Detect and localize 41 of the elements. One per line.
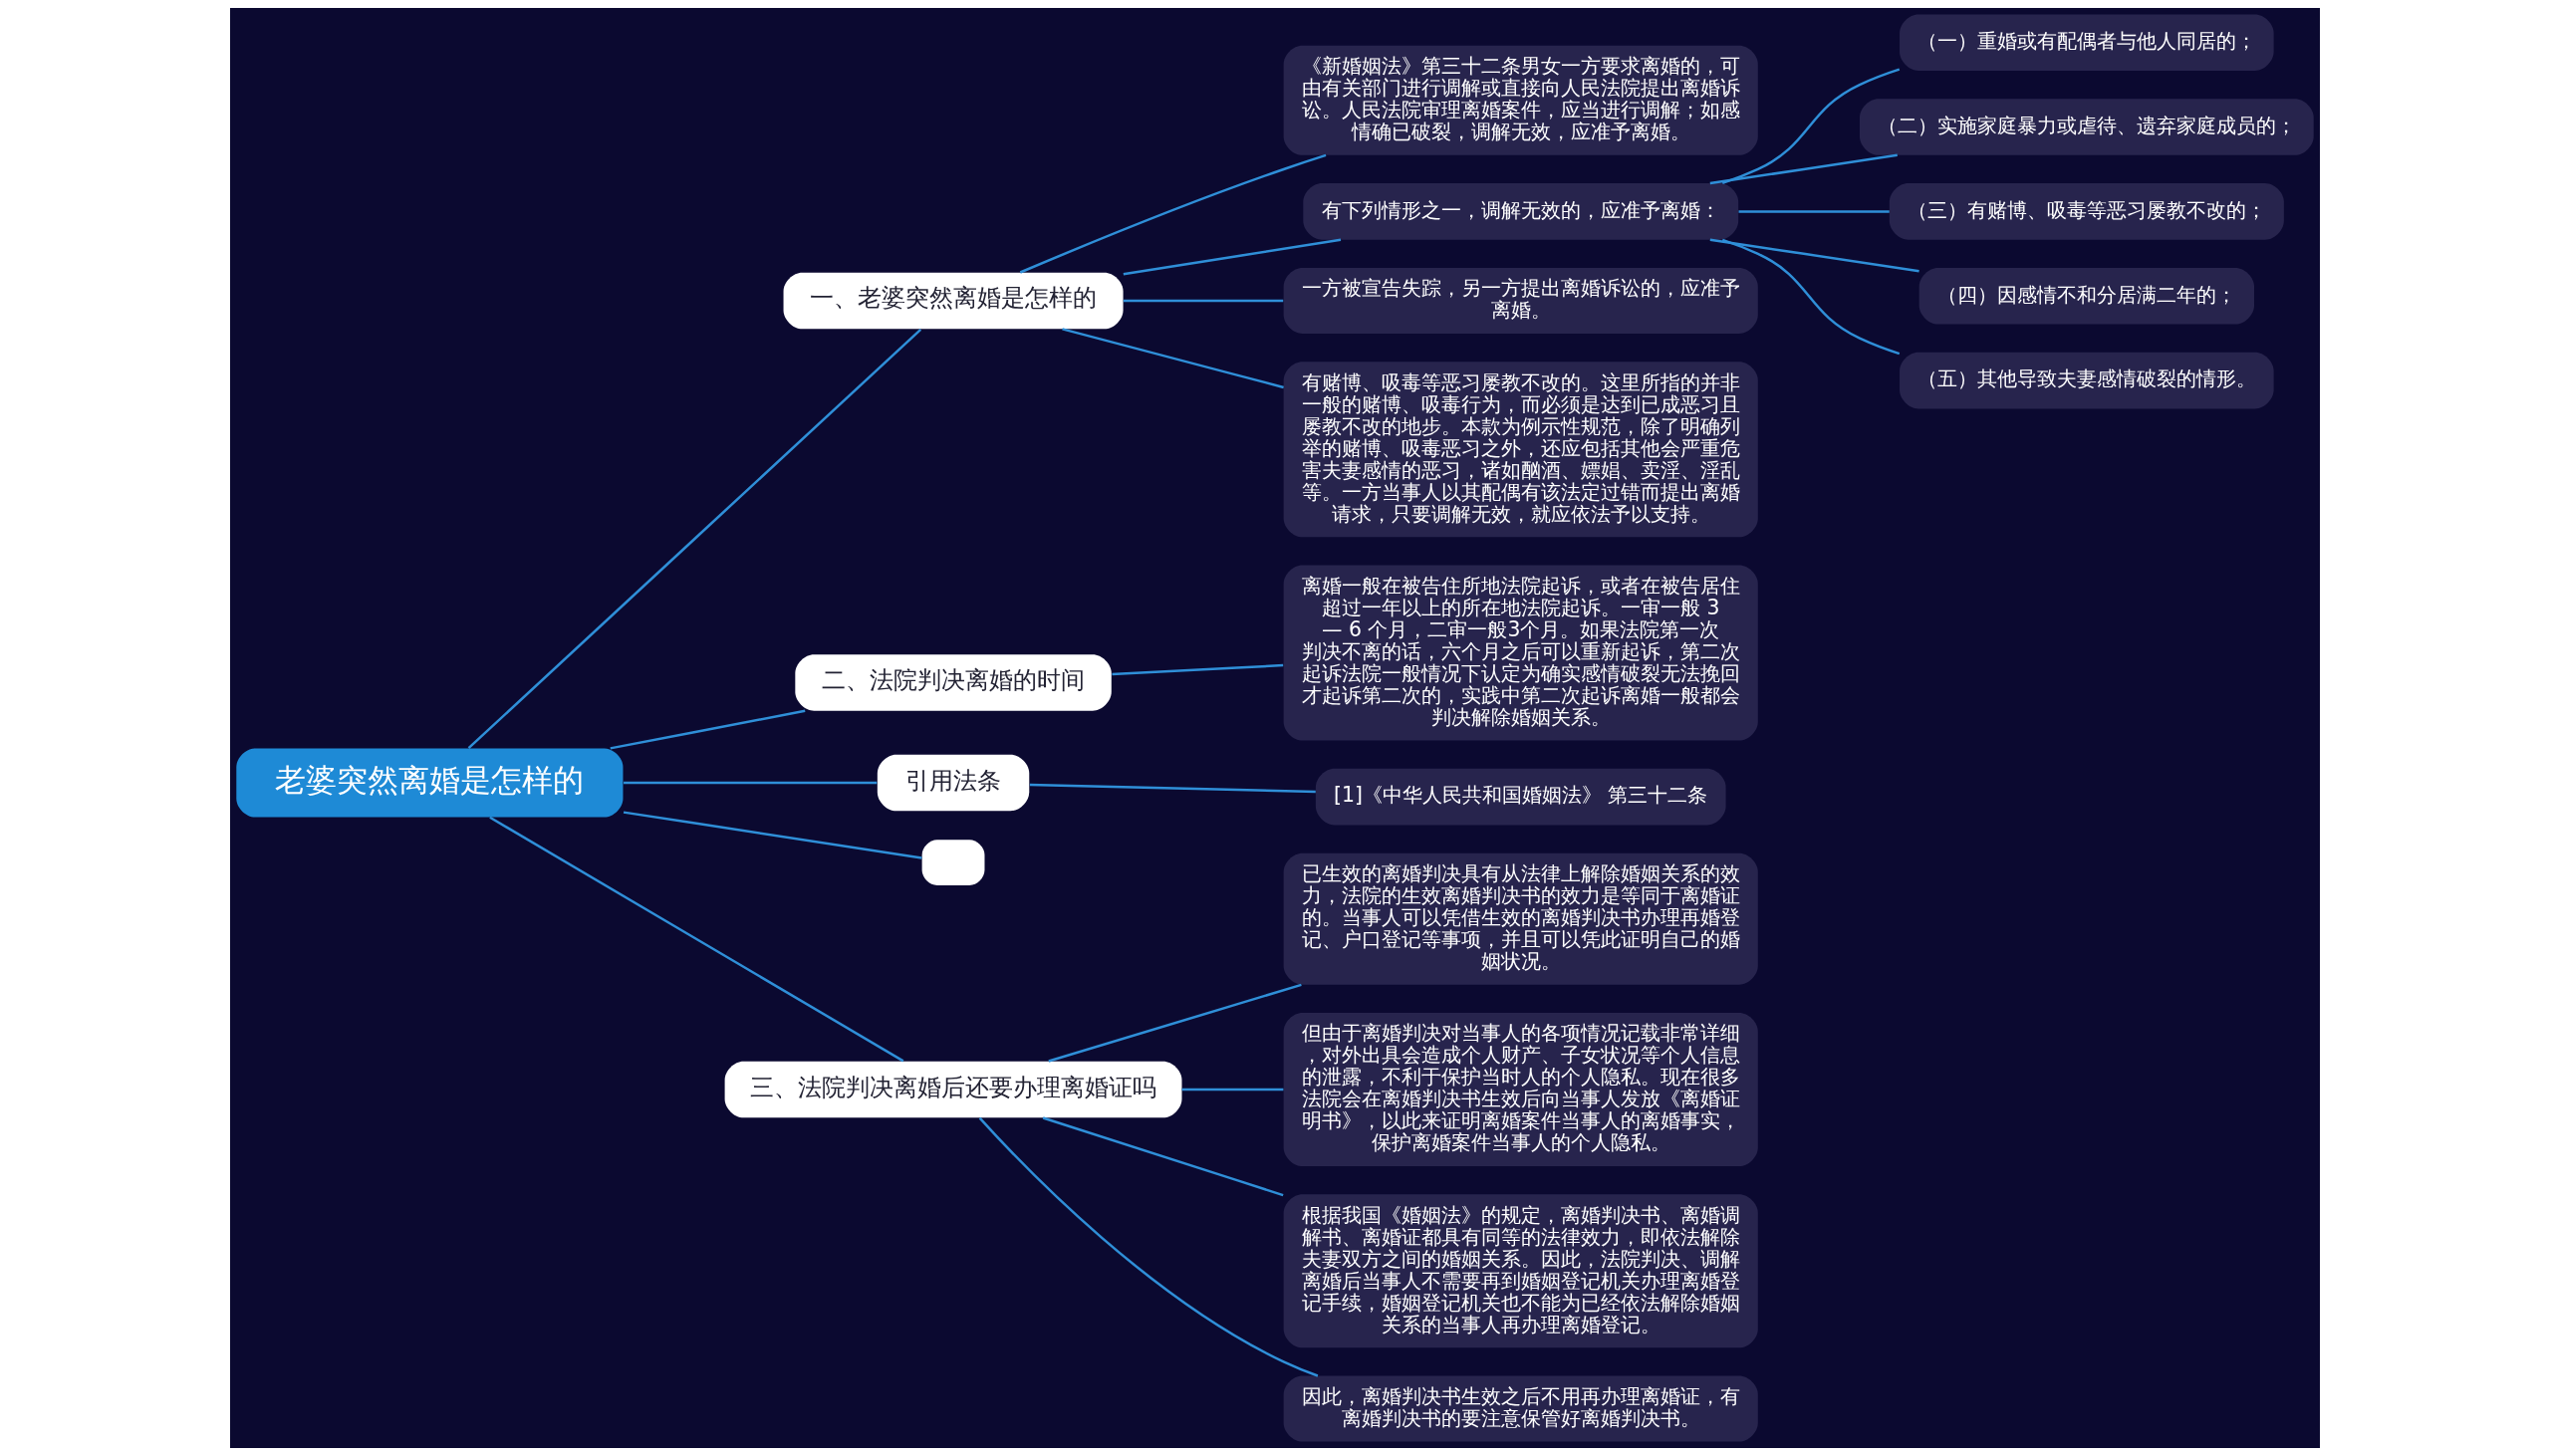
node-box: （四）因感情不和分居满二年的； [1918,267,2254,325]
connector [1019,153,1327,274]
node-box: （一）重婚或有配偶者与他人同居的； [1900,14,2274,71]
node-box: 三、法院判决离婚后还要办理离婚证吗 [724,1061,1182,1118]
node-box: 《新婚姻法》第三十二条男女一方要求离婚的，可由有关部门进行调解或直接向人民法院提出离婚诉讼。人民法院审理离婚案件，应当进行调解；如感情确已破裂，调解无效，应准予离婚。 [1283,45,1758,155]
connector [1721,238,1901,356]
connector [1721,68,1901,185]
node-box: （五）其他导致夫妻感情破裂的情形。 [1900,352,2274,409]
connector [978,1116,1319,1377]
connector [1123,238,1342,276]
node-box [921,840,985,885]
connector [1181,1088,1284,1092]
node-box: （三）有赌博、吸毒等恶习屡教不改的； [1889,183,2284,240]
node-box: （二）实施家庭暴力或虐待、遗弃家庭成员的； [1859,99,2314,155]
node-box: 老婆突然离婚是怎样的 [236,748,624,818]
node-box: 有赌博、吸毒等恶习屡教不改的。这里所指的并非一般的赌博、吸毒行为，而必须是达到已成恶习且屡教不改的地步。本款为例示性规范，除了明确列举的赌博、吸毒恶习之外，还应包括其他会严重危害夫妻感情的恶习，诸如酗酒、嫖娼、卖淫、淫乱等。一方当事人以其配偶有该法定过错而提出离婚请求，只要调解无效，就应依法予以支持。 [1283,362,1758,538]
node-box: 一、老婆突然离婚是怎样的 [783,272,1124,330]
connector [610,709,806,750]
node-box: 因此，离婚判决书生效之后不用再办理离婚证，有离婚判决书的要注意保管好离婚判决书。 [1283,1375,1758,1442]
node-box: 但由于离婚判决对当事人的各项情况记载非常详细，对外出具会造成个人财产、子女状况等个人信息的泄露，不利于保护当时人的个人隐私。现在很多法院会在离婚判决书生效后向当事人发放《离婚证明书》，以此来证明离婚案件当事人的离婚事实，保护离婚案件当事人的个人隐私。 [1283,1013,1758,1167]
connector [1123,299,1284,303]
node-box: 一方被宣告失踪，另一方提出离婚诉讼的，应准予离婚。 [1283,267,1758,334]
node-box: 已生效的离婚判决具有从法律上解除婚姻关系的效力，法院的生效离婚判决书的效力是等同于离婚证的。当事人可以凭借生效的离婚判决书办理再婚登记、户口登记等事项，并且可以凭此证明自己的婚姻状况。 [1283,852,1758,985]
connector [1048,983,1302,1063]
connector [624,781,878,785]
connector [1709,238,1919,273]
connector [1062,328,1284,389]
node-box: 离婚一般在被告住所地法院起诉，或者在被告居住超过一年以上的所在地法院起诉。一审一般 3 — 6 个月，二审一般3个月。如果法院第一次判决不离的话，六个月之后可以重新起诉，第二次起诉法院一般情况下认定为确实感情破裂无法挽回才起诉第二次的，实践中第二次起诉离婚一般都会判决解除婚姻关系。 [1283,565,1758,741]
connector [623,811,922,859]
connector [1738,210,1890,213]
connector [1112,663,1284,676]
node-box: 有下列情形之一，调解无效的，应准予离婚： [1303,183,1739,240]
node-box: 根据我国《婚姻法》的规定，离婚判决书、离婚调解书、离婚证都具有同等的法律效力，即依法解除夫妻双方之间的婚姻关系。因此，法院判决、调解离婚后当事人不需要再到婚姻登记机关办理离婚登记手续，婚姻登记机关也不能为已经依法解除婚姻关系的当事人再办理离婚登记。 [1283,1194,1758,1348]
node-box: 二、法院判决离婚的时间 [795,654,1112,711]
connector [489,816,904,1063]
connector [467,328,922,750]
connector [1029,783,1316,794]
node-box: [1]《中华人民共和国婚姻法》 第三十二条 [1315,768,1726,826]
connector [1042,1116,1284,1197]
node-box: 引用法条 [877,754,1030,812]
connector [1709,153,1898,185]
